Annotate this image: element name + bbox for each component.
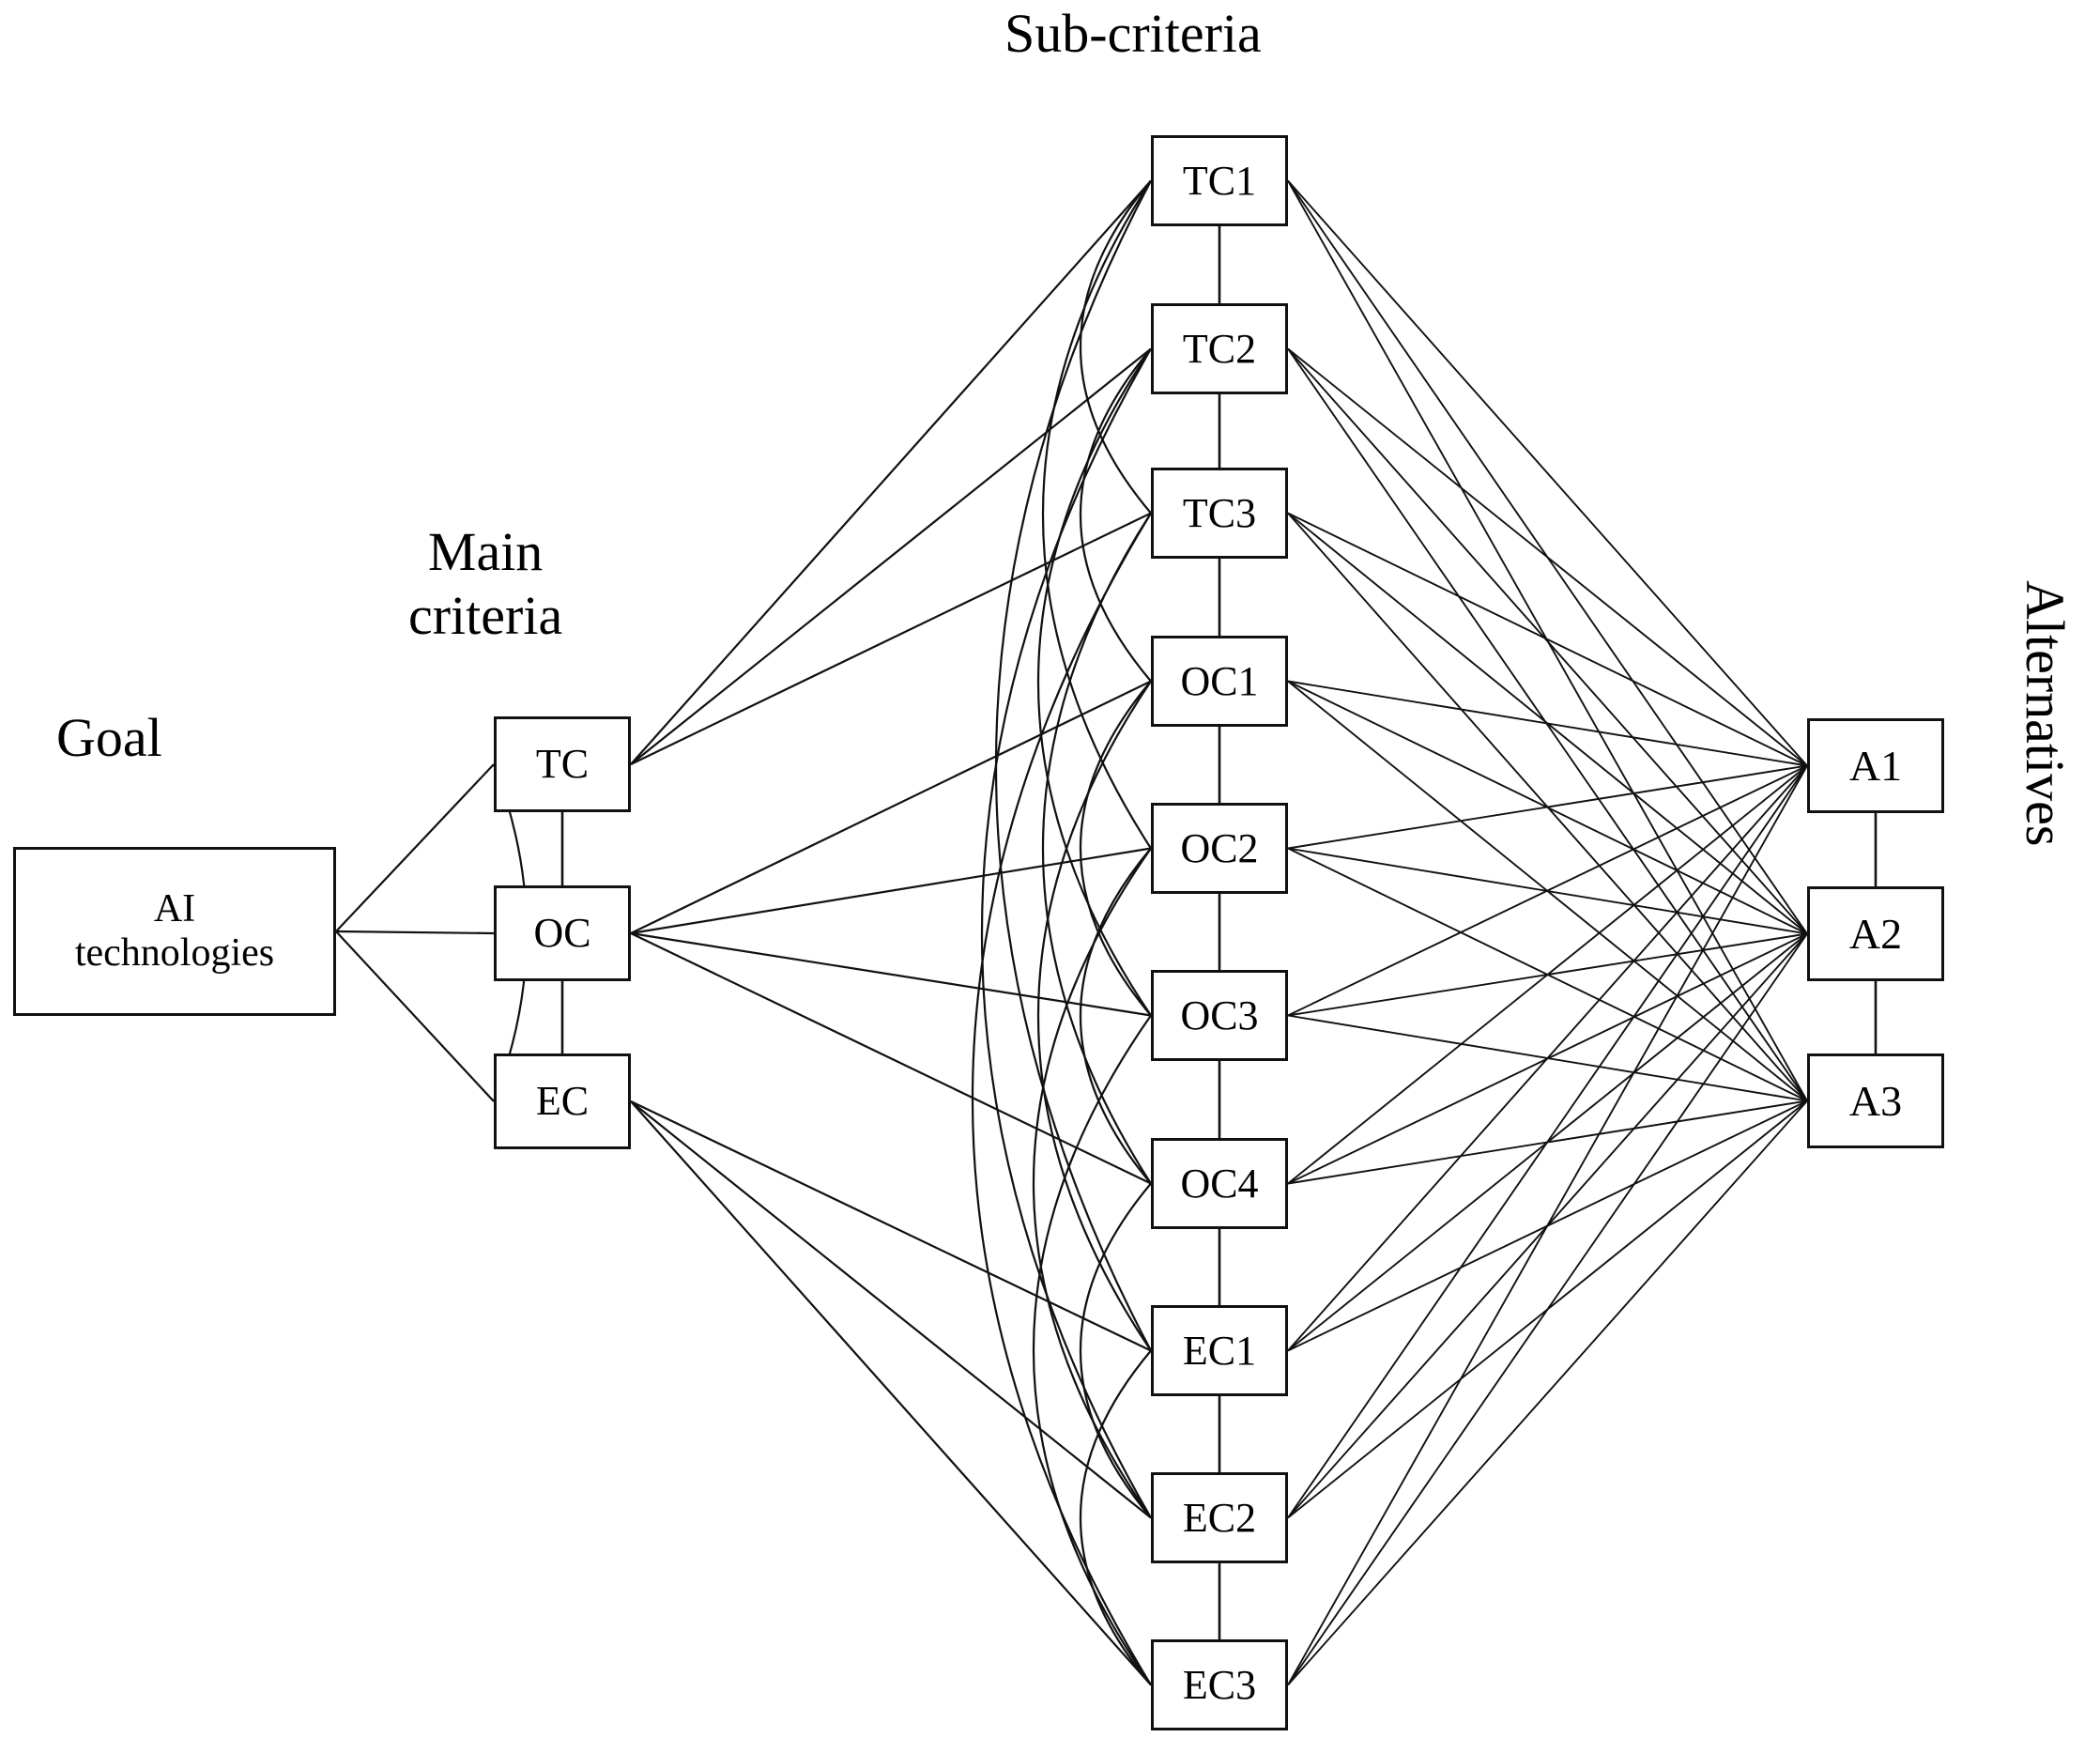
criteria-link-ec-ec3	[630, 1100, 1152, 1686]
criteria-link-oc-oc2	[630, 847, 1152, 935]
alt-link-tc2-a3	[1287, 347, 1808, 1102]
node-label: A2	[1848, 909, 1903, 958]
main-criterion-node-oc[interactable]: OC	[494, 885, 631, 981]
criteria-link-ec-ec1	[630, 1100, 1152, 1352]
sub-criterion-node-oc2[interactable]: OC2	[1151, 803, 1288, 894]
node-label: AI technologies	[74, 886, 275, 975]
criteria-link-tc-tc1	[630, 179, 1152, 765]
alt-link-tc2-a1	[1287, 347, 1808, 767]
node-label: EC3	[1182, 1661, 1257, 1708]
node-label: TC2	[1182, 325, 1257, 372]
sub-criterion-node-ec1[interactable]: EC1	[1151, 1305, 1288, 1396]
sub-criterion-node-oc1[interactable]: OC1	[1151, 636, 1288, 727]
interdependency-arc-tc2-oc1	[1080, 347, 1152, 683]
goal-link-ec	[335, 930, 495, 1102]
interdependency-arc-tc1-tc3	[1080, 179, 1152, 515]
interdependency-arc-tc2-ec2	[980, 347, 1152, 1519]
criteria-link-oc-oc4	[630, 932, 1152, 1185]
interdependency-arc-oc4-ec2	[1080, 1182, 1152, 1519]
alternative-node-a1[interactable]: A1	[1807, 718, 1944, 813]
alt-link-oc2-a1	[1287, 764, 1808, 850]
criteria-link-tc-tc2	[630, 347, 1152, 765]
node-label: A3	[1848, 1076, 1903, 1125]
node-label: OC3	[1180, 992, 1259, 1038]
interdependency-arc-tc1-ec1	[995, 179, 1152, 1352]
node-label: OC2	[1180, 824, 1259, 871]
criteria-link-ec-ec2	[630, 1100, 1152, 1519]
sub-criterion-node-tc1[interactable]: TC1	[1151, 135, 1288, 226]
column-label-alternatives: Alternatives	[2015, 580, 2076, 847]
alternative-node-a2[interactable]: A2	[1807, 886, 1944, 981]
criteria-link-tc-tc3	[630, 512, 1152, 765]
alt-link-oc4-a1	[1287, 764, 1808, 1185]
interdependency-arc-oc2-oc4	[1080, 847, 1152, 1185]
node-label: TC1	[1182, 157, 1257, 204]
interdependency-arc-ec1-ec3	[1080, 1349, 1152, 1686]
alt-link-ec3-a1	[1287, 765, 1808, 1685]
interdependency-arc-oc1-ec1	[1037, 680, 1152, 1352]
node-label: OC1	[1180, 657, 1259, 704]
sub-criterion-node-ec3[interactable]: EC3	[1151, 1639, 1288, 1730]
interdependency-arc-tc2-oc3	[1037, 347, 1152, 1017]
node-label: EC1	[1182, 1327, 1257, 1374]
interdependency-arc-tc1-oc2	[1042, 179, 1152, 850]
interdependency-arc-oc1-oc3	[1080, 680, 1152, 1017]
alt-link-tc1-a1	[1287, 179, 1808, 767]
goal-link-oc	[335, 930, 495, 935]
alt-link-ec2-a1	[1287, 764, 1808, 1519]
node-label: EC2	[1182, 1494, 1257, 1541]
main-criterion-node-tc[interactable]: TC	[494, 716, 631, 812]
alt-link-ec3-a3	[1287, 1099, 1808, 1686]
alt-link-tc2-a2	[1287, 347, 1808, 935]
alternative-node-a3[interactable]: A3	[1807, 1053, 1944, 1148]
alt-link-tc3-a1	[1287, 512, 1808, 767]
sub-criterion-node-ec2[interactable]: EC2	[1151, 1472, 1288, 1563]
interdependency-arc-tc3-oc4	[1042, 512, 1152, 1185]
goal-node-goal[interactable]: AI technologies	[13, 847, 336, 1016]
column-label-goal: Goal	[56, 707, 162, 768]
column-label-sub-criteria: Sub-criteria	[1004, 3, 1262, 64]
criteria-link-oc-oc1	[630, 680, 1152, 934]
main-criterion-node-ec[interactable]: EC	[494, 1053, 631, 1149]
sub-criterion-node-tc3[interactable]: TC3	[1151, 468, 1288, 559]
criteria-link-oc-oc3	[630, 931, 1152, 1017]
sub-criterion-node-tc2[interactable]: TC2	[1151, 303, 1288, 394]
alt-link-oc1-a1	[1287, 680, 1808, 767]
alt-link-oc3-a1	[1287, 764, 1808, 1017]
node-label: TC	[535, 741, 590, 788]
column-label-main-criteria: Main criteria	[408, 521, 563, 647]
node-label: TC3	[1182, 489, 1257, 536]
goal-link-tc	[335, 763, 495, 932]
node-label: EC	[535, 1078, 590, 1125]
node-label: A1	[1848, 741, 1903, 790]
sub-criterion-node-oc3[interactable]: OC3	[1151, 970, 1288, 1061]
alt-link-ec3-a2	[1287, 932, 1808, 1686]
sub-criterion-node-oc4[interactable]: OC4	[1151, 1138, 1288, 1229]
node-label: OC	[533, 910, 591, 957]
node-label: OC4	[1180, 1160, 1259, 1207]
alt-link-ec1-a1	[1287, 764, 1808, 1352]
